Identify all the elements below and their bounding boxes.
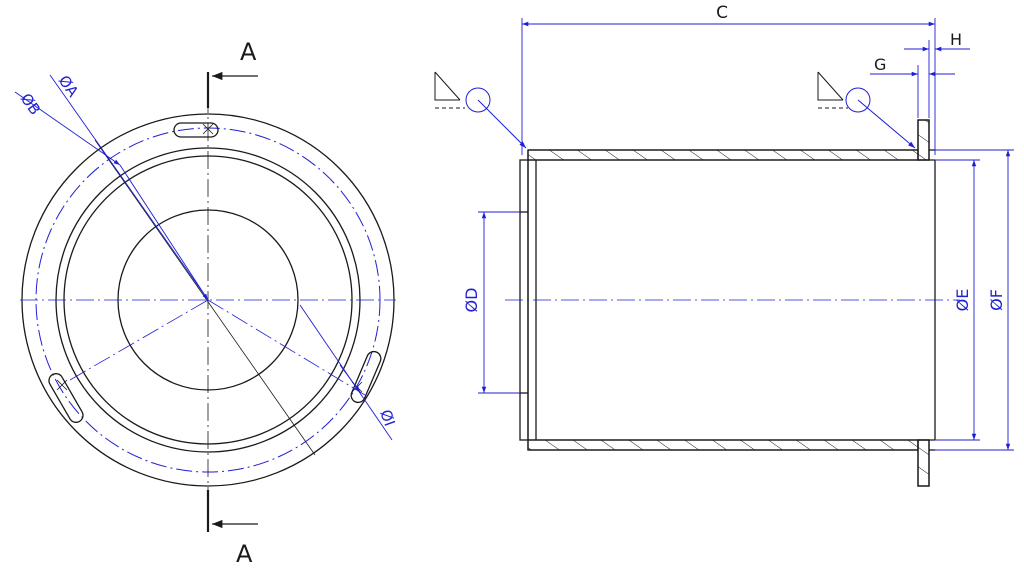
section-label-bottom: A: [236, 540, 253, 568]
section-label-top: A: [240, 38, 257, 66]
flange-top-outline: [917, 119, 930, 161]
dim-label-H: H: [950, 30, 962, 49]
dim-label-dia-A: ØA: [55, 72, 83, 101]
front-dimension-leaders: [14, 74, 393, 441]
construction-line-2: [69, 299, 209, 381]
dim-label-C: C: [716, 3, 728, 23]
surface-finish-symbol-right: [817, 71, 871, 113]
slot-right: [350, 350, 382, 404]
flange-bottom-outline: [917, 439, 930, 487]
dia-A-leader: [49, 74, 209, 301]
slot-left: [48, 373, 84, 423]
construction-line-1: [94, 139, 316, 456]
construction-line-3: [207, 299, 366, 396]
surface-finish-right-leader: [857, 99, 916, 149]
section-view: [505, 119, 960, 487]
surface-finish-symbols: [434, 71, 916, 149]
surface-finish-symbol-left: [434, 71, 491, 113]
dia-B-leader: [14, 91, 121, 166]
flange-top-hatch: [917, 119, 930, 161]
dim-label-dia-E: ØE: [953, 289, 972, 312]
dim-label-G: G: [874, 55, 886, 74]
section-dimensions: [478, 18, 1014, 451]
dim-label-dia-F: ØF: [987, 289, 1006, 311]
slot-top: [173, 122, 219, 138]
front-view: [20, 71, 396, 532]
dim-label-dia-D: ØD: [462, 288, 481, 313]
wall-bottom-hatch: [527, 439, 919, 451]
flange-bottom-hatch: [917, 439, 930, 487]
dim-label-dia-I: ØI: [376, 407, 398, 428]
dim-label-dia-B: ØB: [17, 90, 44, 118]
dia-I-leader-end: [339, 364, 361, 393]
surface-finish-left-leader: [477, 99, 527, 149]
dia-B-leader-tail: [119, 164, 209, 301]
wall-top-hatch: [527, 149, 919, 161]
